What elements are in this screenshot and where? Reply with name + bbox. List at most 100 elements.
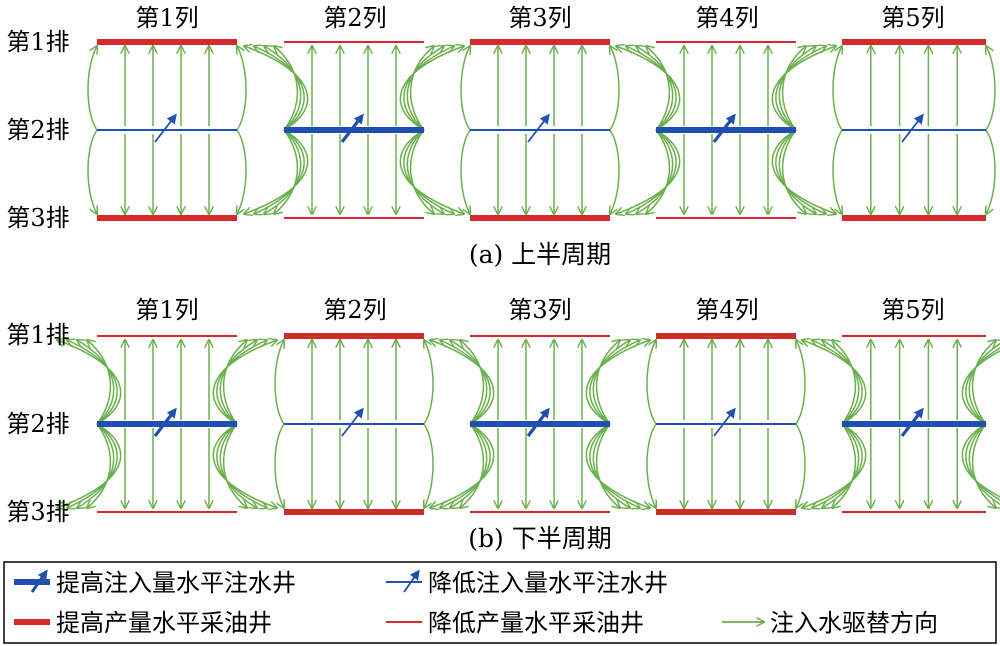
flow-curve-arrow [460,340,485,425]
column-label-1: 第1列 [135,4,198,32]
flow-curve-arrow [796,423,806,508]
flow-curve-arrow [406,46,444,131]
flow-curve-arrow [57,423,122,508]
flow-curve-arrow [67,340,118,425]
legend-label-inj-down: 降低注入量水平注水井 [428,569,668,597]
flow-curve-arrow [802,423,867,508]
row-labels: 第1排 第2排 第3排 [6,321,69,526]
injector-arrow-icon [712,113,736,143]
flow-curve-arrow [274,46,299,131]
flow-curve-arrow [592,340,630,425]
flow-curve-arrow [274,423,284,508]
flow-curve-arrow [771,129,836,214]
flow-curve-arrow [781,46,806,131]
flow-curve-arrow [450,423,488,508]
injector-arrow-icon [527,113,550,143]
panel-caption: (a) 上半周期 [469,240,611,269]
panel-upper-half-cycle: 第1列 第2列 第3列 第4列 第5列 第1排 第2排 第3排 (a) 上半周期 [6,4,996,269]
legend-label-inj-up: 提高注入量水平注水井 [56,569,296,597]
injector-arrow-icon [526,407,550,437]
flow-curve-arrow [626,129,677,214]
column-label-3: 第3列 [508,296,571,324]
flow-curve-arrow [237,129,247,214]
legend-item-producer-decreased: 降低产量水平采油井 [386,609,644,637]
flow-curve-arrow [460,129,470,214]
flow-curve-arrow [778,129,816,214]
flow-curve-arrow [409,129,434,214]
flow-curve-arrow [961,350,1000,425]
flow-curve-arrow [216,423,267,508]
flow-curve-arrow [589,423,640,508]
flow-curve-arrow [77,423,115,508]
flow-curve-arrow [440,423,491,508]
flow-curve-arrow [775,129,826,214]
row-labels: 第1排 第2排 第3排 [6,28,69,232]
flow-curve-arrow [595,423,620,508]
flow-curve-arrow [965,423,1000,501]
flow-curve-arrow [610,46,620,131]
flow-curve-arrow [616,129,681,214]
flow-curve-arrow [57,340,122,425]
flow-curve-arrow [832,340,857,425]
wells [97,333,986,515]
flow-lines [87,46,996,214]
injector-arrow-icon [900,407,924,437]
flow-curve-arrow [440,340,491,425]
flow-curve-arrow [87,129,97,214]
injector-arrow-icon [154,113,177,143]
legend-label-prod-down: 降低产量水平采油井 [428,609,644,637]
flow-curve-arrow [595,340,620,425]
row-label-2: 第2排 [6,116,69,144]
flow-curve-arrow [585,340,650,425]
injector-arrow-icon [713,407,736,437]
flow-curve-arrow [430,340,495,425]
flow-curve-arrow [971,340,996,425]
flow-curve-arrow [965,347,1000,425]
legend-item-injector-decreased: 降低注入量水平注水井 [386,569,668,597]
flow-curve-arrow [222,340,247,425]
legend-item-producer-increased: 提高产量水平采油井 [14,609,272,637]
flow-curve-arrow [67,423,118,508]
flow-curve-arrow [254,46,305,131]
flow-curve-arrow [430,423,495,508]
flow-curve-arrow [219,423,257,508]
flow-curve-arrow [968,423,1000,508]
flow-curve-arrow [616,46,681,131]
flow-curve-arrow [406,129,444,214]
flow-curve-arrow [244,129,309,214]
flow-curve-arrow [87,340,112,425]
flow-curve-arrow [971,423,996,508]
flow-curve-arrow [775,46,826,131]
legend-label-flow: 注入水驱替方向 [770,609,938,637]
row-label-2: 第2排 [6,410,69,438]
legend-border [3,561,997,644]
flow-curve-arrow [403,46,454,131]
legend-injector-arrow-icon [30,569,48,593]
flow-curve-arrow [424,423,434,508]
flow-curve-arrow [812,340,863,425]
injector-arrow-icon [153,407,177,437]
flow-curve-arrow [832,46,842,131]
injector-arrow-icon [341,407,364,437]
flow-curve-arrow [219,340,257,425]
flow-curve-arrow [646,46,671,131]
row-label-3: 第3排 [6,204,69,232]
flow-curve-arrow [424,340,434,425]
column-label-3: 第3列 [508,4,571,32]
flow-curve-arrow [802,340,867,425]
flow-curve-arrow [244,46,309,131]
legend-item-flow-direction: 注入水驱替方向 [722,609,938,637]
column-label-4: 第4列 [695,4,758,32]
flow-curve-arrow [646,340,656,425]
flow-curve-arrow [222,423,247,508]
flow-curve-arrow [77,340,115,425]
flow-curve-arrow [968,340,1000,425]
flow-curve-arrow [585,423,650,508]
flow-curve-arrow [216,340,267,425]
flow-curve-arrow [986,46,996,131]
flow-curve-arrow [781,129,806,214]
flow-curve-arrow [610,129,620,214]
wells [97,39,986,221]
legend-label-prod-up: 提高产量水平采油井 [56,609,272,637]
column-label-2: 第2列 [323,296,386,324]
